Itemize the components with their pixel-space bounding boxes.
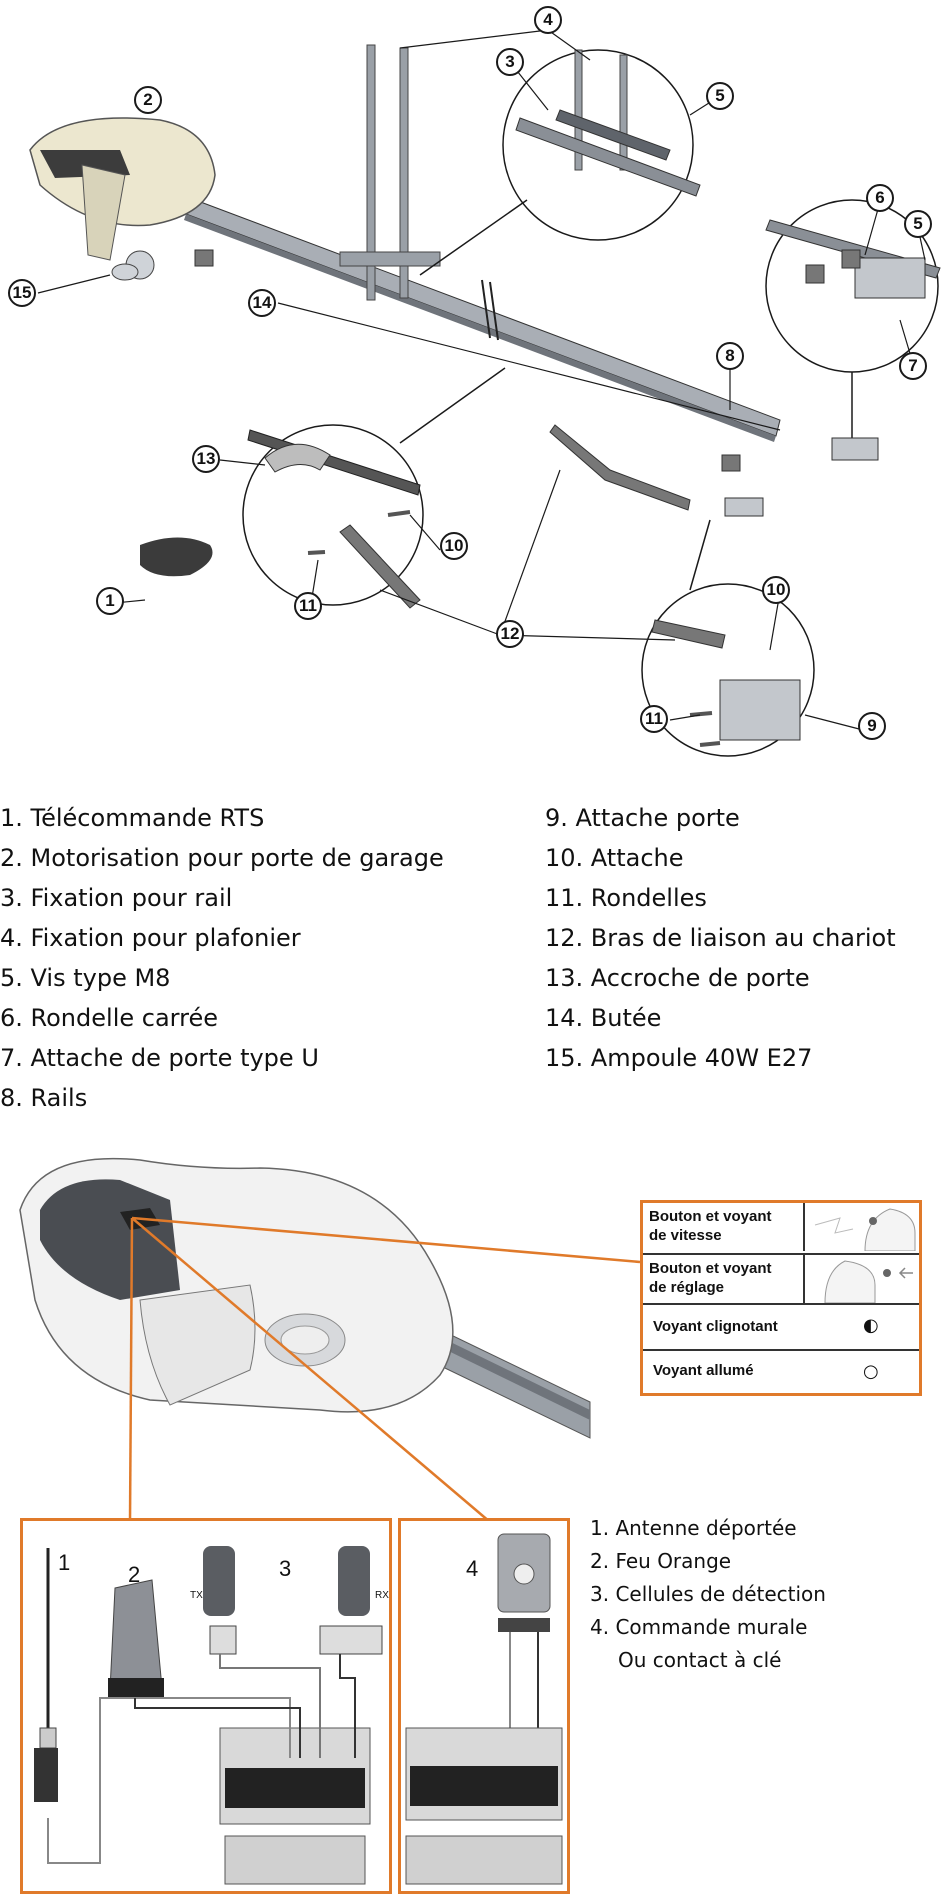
legend-item: 11. Rondelles (545, 884, 707, 912)
rx-label: RX (375, 1590, 389, 1601)
orange-light-number: 2 (128, 1562, 141, 1587)
callout-10-right: 10 (762, 576, 790, 604)
indicator-table: Bouton et voyant de vitesse Bouton et vo… (640, 1200, 922, 1396)
door-bracket-detail (651, 619, 801, 747)
row-adjust-label-2: de réglage (649, 1279, 725, 1296)
wiring-panel-right (398, 1518, 570, 1894)
motor-unit (29, 117, 216, 280)
cells-number: 3 (279, 1556, 292, 1581)
legend-item: 4. Fixation pour plafonier (0, 924, 301, 952)
callout-1: 1 (96, 587, 124, 615)
connector-lines (128, 1216, 641, 1523)
wiring-legend-item: Ou contact à clé (618, 1648, 782, 1672)
parts-legend-right: 9. Attache porte 10. Attache 11. Rondell… (545, 798, 896, 1078)
speed-button-icon (803, 1203, 916, 1251)
wiring-legend-item: 2. Feu Orange (590, 1549, 732, 1573)
exploded-diagram (29, 29, 941, 757)
adjust-button-icon (803, 1255, 913, 1303)
parts-legend-left: 1. Télécommande RTS 2. Motorisation pour… (0, 798, 444, 1118)
row-adjust-label-1: Bouton et voyant (649, 1260, 772, 1277)
legend-item: 3. Fixation pour rail (0, 884, 233, 912)
wiring-legend: 1. Antenne déportée 2. Feu Orange 3. Cel… (590, 1512, 826, 1677)
row-speed-label-1: Bouton et voyant (649, 1208, 772, 1225)
callout-5-top: 5 (706, 82, 734, 110)
callout-2: 2 (134, 86, 162, 114)
callout-13: 13 (192, 445, 220, 473)
wiring-legend-item: 1. Antenne déportée (590, 1516, 797, 1540)
ceiling-brackets (339, 44, 441, 301)
wiring-legend-item: 3. Cellules de détection (590, 1582, 826, 1606)
tx-label: TX (190, 1590, 203, 1601)
legend-item: 14. Butée (545, 1004, 662, 1032)
loose-parts (111, 249, 879, 577)
legend-item: 7. Attache de porte type U (0, 1044, 319, 1072)
callout-14: 14 (248, 289, 276, 317)
table-row-blink: Voyant clignotant ◐ (643, 1303, 919, 1351)
u-bracket-detail (765, 219, 941, 299)
row-blink-label: Voyant clignotant (653, 1318, 778, 1335)
legend-item: 13. Accroche de porte (545, 964, 810, 992)
motor-closeup (19, 1157, 641, 1523)
on-indicator-icon: ○ (863, 1361, 879, 1382)
callout-7: 7 (899, 352, 927, 380)
row-speed-label-2: de vitesse (649, 1227, 722, 1244)
rail (184, 197, 781, 442)
legend-item: 12. Bras de liaison au chariot (545, 924, 896, 952)
legend-item: 1. Télécommande RTS (0, 804, 265, 832)
table-row-speed: Bouton et voyant de vitesse (643, 1203, 919, 1253)
legend-item: 6. Rondelle carrée (0, 1004, 218, 1032)
door-hook-detail (247, 429, 421, 609)
table-row-on: Voyant allumé ○ (643, 1349, 919, 1398)
callout-12: 12 (496, 620, 524, 648)
callout-5-right: 5 (904, 210, 932, 238)
callout-4: 4 (534, 6, 562, 34)
callout-8: 8 (716, 342, 744, 370)
legend-item: 2. Motorisation pour porte de garage (0, 844, 444, 872)
callout-3: 3 (496, 48, 524, 76)
callout-15: 15 (8, 279, 36, 307)
row-on-label: Voyant allumé (653, 1362, 754, 1379)
legend-item: 10. Attache (545, 844, 684, 872)
callout-6: 6 (866, 184, 894, 212)
detail-circles (242, 49, 939, 757)
legend-item: 8. Rails (0, 1084, 88, 1112)
table-row-adjust: Bouton et voyant de réglage (643, 1253, 919, 1305)
blink-indicator-icon: ◐ (863, 1315, 879, 1336)
wall-control-number: 4 (466, 1556, 479, 1581)
legend-item: 9. Attache porte (545, 804, 740, 832)
callout-11-left: 11 (294, 592, 322, 620)
antenna-number: 1 (58, 1550, 71, 1575)
legend-item: 15. Ampoule 40W E27 (545, 1044, 813, 1072)
callout-9: 9 (858, 712, 886, 740)
legend-item: 5. Vis type M8 (0, 964, 171, 992)
wiring-panel-left (20, 1518, 392, 1894)
callout-10-left: 10 (440, 532, 468, 560)
callout-11-right: 11 (640, 705, 668, 733)
wiring-legend-item: 4. Commande murale (590, 1615, 808, 1639)
rail-fixing-detail (515, 49, 701, 197)
